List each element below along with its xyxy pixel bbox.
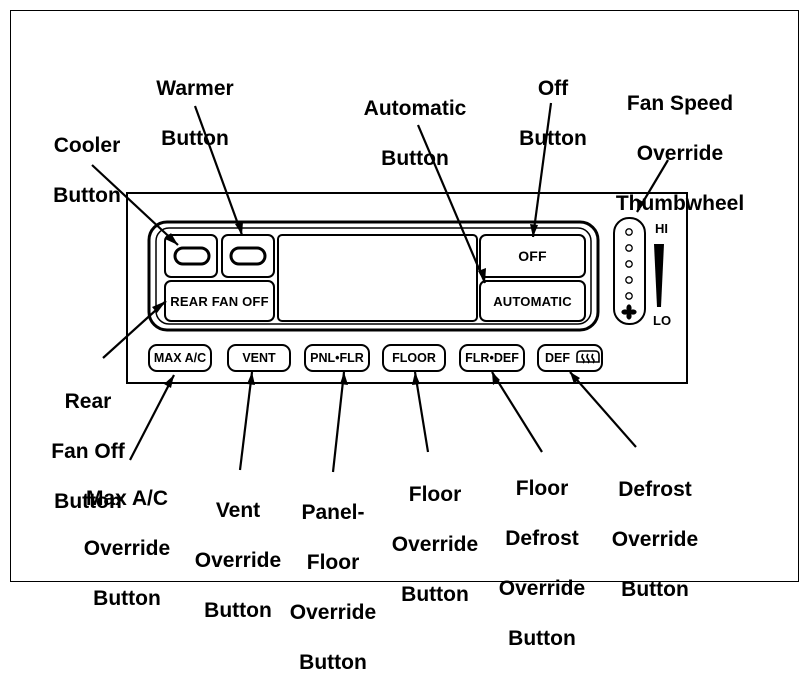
callout-line: Vent bbox=[215, 499, 261, 522]
fan-speed-callout: Fan Speed Override Thumbwheel bbox=[605, 66, 755, 241]
control-panel-outline bbox=[126, 192, 688, 384]
cooler-button-callout: Cooler Button bbox=[42, 108, 132, 233]
fan-speed-thumbwheel bbox=[613, 217, 646, 325]
callout-line: Button bbox=[401, 583, 469, 606]
callout-line: Warmer bbox=[156, 77, 234, 100]
callout-line: Floor bbox=[408, 483, 462, 506]
callout-line: Defrost bbox=[618, 478, 692, 501]
off-button-label: OFF bbox=[518, 248, 547, 264]
display-bezel-inner bbox=[155, 227, 592, 325]
floor-defrost-button[interactable]: FLR•DEF bbox=[459, 344, 525, 372]
callout-line: Button bbox=[204, 599, 272, 622]
callout-line: Button bbox=[53, 184, 121, 207]
defrost-button-label: DEF bbox=[545, 351, 570, 365]
off-button-callout: Off Button bbox=[508, 51, 598, 176]
max-ac-callout: Max A/C Override Button bbox=[72, 461, 182, 636]
panel-floor-callout: Panel- Floor Override Button bbox=[278, 475, 388, 700]
automatic-button-label: AUTOMATIC bbox=[493, 293, 572, 309]
callout-line: Floor bbox=[306, 551, 360, 574]
callout-line: Override bbox=[289, 601, 377, 624]
callout-line: Defrost bbox=[505, 527, 579, 550]
warmer-button-callout: Warmer Button bbox=[145, 51, 245, 176]
callout-line: Override bbox=[611, 528, 699, 551]
callout-line: Override bbox=[636, 142, 724, 165]
callout-line: Override bbox=[498, 577, 586, 600]
callout-line: Off bbox=[537, 77, 569, 100]
floor-callout: Floor Override Button bbox=[380, 457, 490, 632]
cooler-button bbox=[173, 246, 211, 266]
callout-line: Override bbox=[391, 533, 479, 556]
floor-defrost-callout: Floor Defrost Override Button bbox=[487, 451, 597, 676]
warmer-button-frame bbox=[221, 234, 275, 278]
callout-line: Max A/C bbox=[85, 487, 169, 510]
floor-button[interactable]: FLOOR bbox=[382, 344, 446, 372]
panel-floor-button[interactable]: PNL•FLR bbox=[304, 344, 370, 372]
arrow-heads bbox=[152, 199, 645, 388]
callout-line: Panel- bbox=[301, 501, 365, 524]
callout-line: Button bbox=[381, 147, 449, 170]
callout-line: Button bbox=[161, 127, 229, 150]
callout-line: Override bbox=[83, 537, 171, 560]
panel-drawing bbox=[91, 102, 688, 473]
callout-line: Button bbox=[519, 127, 587, 150]
callout-line: Cooler bbox=[53, 134, 121, 157]
defrost-callout: Defrost Override Button bbox=[600, 452, 710, 627]
rear-fan-off-callout: Rear Fan Off Button bbox=[38, 364, 138, 539]
callout-line: Override bbox=[194, 549, 282, 572]
callout-line: Automatic bbox=[363, 97, 467, 120]
vent-button[interactable]: VENT bbox=[227, 344, 291, 372]
hi-label: HI bbox=[655, 221, 668, 236]
callout-line: Button bbox=[508, 627, 576, 650]
fan-speed-wedge bbox=[654, 244, 664, 307]
rear-fan-off-button-label: REAR FAN OFF bbox=[170, 293, 269, 309]
callout-line: Button bbox=[621, 578, 689, 601]
defrost-button[interactable]: DEF bbox=[537, 344, 603, 372]
fan-icon bbox=[621, 304, 637, 320]
callout-line: Button bbox=[93, 587, 161, 610]
automatic-button-callout: Automatic Button bbox=[350, 71, 480, 196]
callout-line: Button bbox=[54, 490, 122, 513]
callout-line: Floor bbox=[515, 477, 569, 500]
callout-line: Fan Off bbox=[51, 440, 125, 463]
display-window bbox=[277, 234, 478, 322]
lo-label: LO bbox=[653, 313, 672, 328]
automatic-button-frame bbox=[479, 280, 586, 322]
callout-line: Rear bbox=[64, 390, 112, 413]
callout-line: Fan Speed bbox=[626, 92, 734, 115]
max-ac-button[interactable]: MAX A/C bbox=[148, 344, 212, 372]
diagram-frame bbox=[10, 10, 799, 582]
callout-line: Thumbwheel bbox=[615, 192, 745, 215]
callout-line: Button bbox=[299, 651, 367, 674]
warmer-button bbox=[229, 246, 267, 266]
cooler-button-frame bbox=[164, 234, 218, 278]
vent-callout: Vent Override Button bbox=[183, 473, 293, 648]
display-bezel bbox=[147, 220, 600, 332]
